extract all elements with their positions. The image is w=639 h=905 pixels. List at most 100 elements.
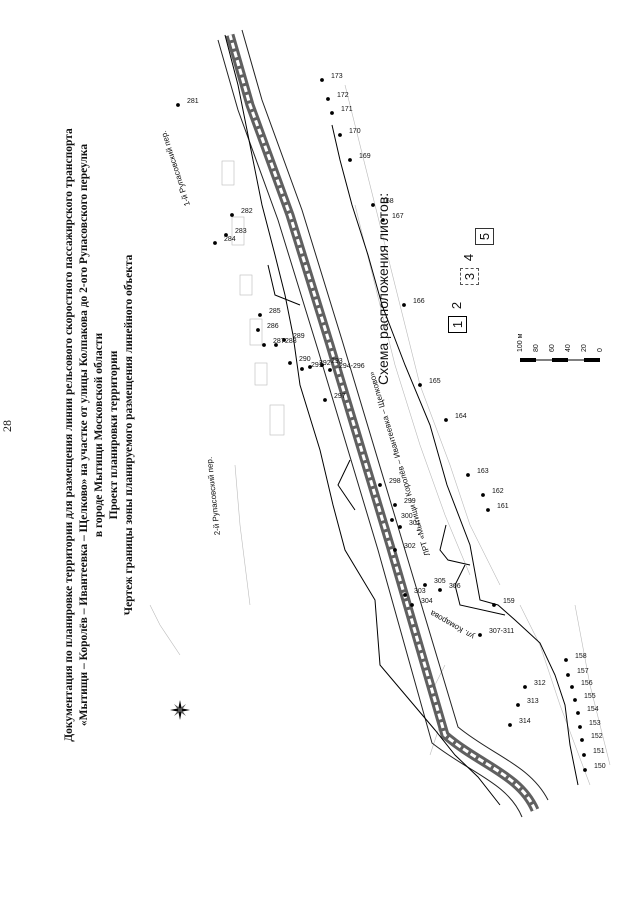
street-label-komarova: ул. Комарова (428, 608, 476, 641)
point-label-300: 300 (401, 513, 413, 520)
point-label-161: 161 (497, 503, 509, 510)
boundary-point-287 (262, 343, 266, 347)
sheet-scheme-title: Схема расположения листов: (375, 192, 391, 385)
sheet-box-4: 4 (460, 250, 477, 265)
street-label-2-rupasovsky: 2-й Рупасовский пер. (205, 456, 222, 535)
sheet-box-3: 3 (460, 268, 479, 285)
boundary-point-282 (230, 213, 234, 217)
boundary-point-293 (320, 363, 324, 367)
point-label-284: 284 (224, 236, 236, 243)
boundary-point-307-311 (478, 633, 482, 637)
boundary-point-161 (486, 508, 490, 512)
boundary-point-164 (444, 418, 448, 422)
point-label-293: 293 (331, 358, 343, 365)
boundary-points (176, 78, 587, 772)
point-label-282: 282 (241, 208, 253, 215)
point-label-281: 281 (187, 98, 199, 105)
boundary-point-288 (274, 343, 278, 347)
boundary-point-165 (418, 383, 422, 387)
boundary-point-152 (580, 738, 584, 742)
point-label-169: 169 (359, 153, 371, 160)
boundary-point-299 (393, 503, 397, 507)
point-label-290: 290 (299, 356, 311, 363)
point-label-152: 152 (591, 733, 603, 740)
boundary-point-163 (466, 473, 470, 477)
point-label-150: 150 (594, 763, 606, 770)
sheet-box-2: 2 (448, 298, 465, 313)
point-label-155: 155 (584, 693, 596, 700)
point-label-168: 168 (382, 198, 394, 205)
boundary-point-304 (410, 603, 414, 607)
boundary-point-290 (288, 361, 292, 365)
boundary-point-284 (213, 241, 217, 245)
point-labels: 1501511521531541551561571581591611621631… (187, 73, 606, 770)
boundary-point-294-296 (328, 368, 332, 372)
point-label-156: 156 (581, 680, 593, 687)
boundary-point-159 (492, 603, 496, 607)
boundary-point-286 (256, 328, 260, 332)
point-label-173: 173 (331, 73, 343, 80)
scale-tick-80: 80 (533, 344, 540, 352)
point-label-303: 303 (414, 588, 426, 595)
boundary-point-285 (258, 313, 262, 317)
point-label-162: 162 (492, 488, 504, 495)
point-label-287: 287 (273, 338, 285, 345)
point-label-299: 299 (404, 498, 416, 505)
boundary-point-302 (393, 548, 397, 552)
point-label-302: 302 (404, 543, 416, 550)
scale-bar (520, 358, 600, 362)
point-label-165: 165 (429, 378, 441, 385)
boundary-point-171 (330, 111, 334, 115)
point-label-166: 166 (413, 298, 425, 305)
point-label-298: 298 (389, 478, 401, 485)
point-label-291: 291 (311, 362, 323, 369)
point-label-288: 288 (285, 338, 297, 345)
boundary-point-150 (583, 768, 587, 772)
sheet-box-5: 5 (475, 228, 494, 245)
point-label-283: 283 (235, 228, 247, 235)
boundary-point-172 (326, 97, 330, 101)
sheet-box-1: 1 (448, 316, 467, 333)
boundary-point-167 (381, 218, 385, 222)
boundary-point-168 (371, 203, 375, 207)
boundary-point-312 (523, 685, 527, 689)
boundary-point-158 (564, 658, 568, 662)
boundary-point-291 (300, 367, 304, 371)
boundary-point-305 (423, 583, 427, 587)
boundary-point-151 (582, 753, 586, 757)
point-label-171: 171 (341, 106, 353, 113)
boundary-point-303 (403, 593, 407, 597)
point-label-305: 305 (434, 578, 446, 585)
street-label-rail-line: ЛРТ «Мытищи – Королёв – Ивантеевка – Щел… (367, 370, 432, 557)
point-label-307-311: 307-311 (489, 628, 514, 635)
point-label-154: 154 (587, 706, 599, 713)
boundary-point-154 (576, 711, 580, 715)
boundary-point-155 (573, 698, 577, 702)
boundary-point-306 (438, 588, 442, 592)
boundary-point-153 (578, 725, 582, 729)
point-label-304: 304 (421, 598, 433, 605)
point-label-158: 158 (575, 653, 587, 660)
scale-tick-40: 40 (565, 344, 572, 352)
point-label-301: 301 (409, 520, 421, 527)
boundary-point-162 (481, 493, 485, 497)
boundary-point-283 (224, 233, 228, 237)
point-label-163: 163 (477, 468, 489, 475)
point-label-314: 314 (519, 718, 531, 725)
point-label-167: 167 (392, 213, 404, 220)
rail-corridor (217, 29, 549, 818)
point-label-153: 153 (589, 720, 601, 727)
boundary-point-301 (398, 525, 402, 529)
scale-tick-100: 100 м (517, 333, 524, 352)
boundary-point-281 (176, 103, 180, 107)
point-label-289: 289 (293, 333, 305, 340)
scale-tick-0: 0 (597, 348, 604, 352)
point-label-170: 170 (349, 128, 361, 135)
compass-rose-icon (170, 700, 190, 720)
point-label-297: 297 (334, 393, 346, 400)
boundary-point-289 (282, 338, 286, 342)
point-label-164: 164 (455, 413, 467, 420)
boundary-point-298 (378, 483, 382, 487)
